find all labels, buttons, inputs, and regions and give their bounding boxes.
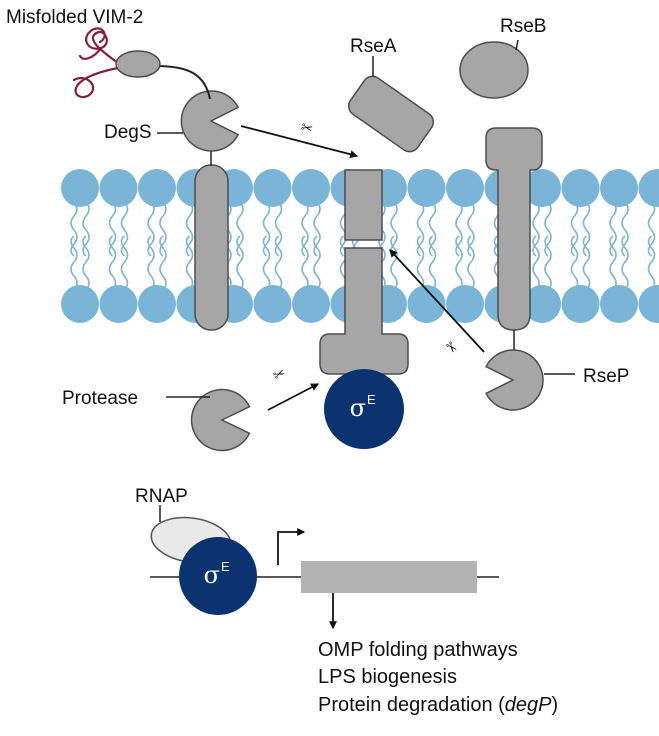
scissors-icon: ✂ [442, 338, 462, 357]
label-rnap: RNAP [135, 486, 188, 507]
misfolded-vim2-protein [74, 28, 160, 97]
sigma-superscript: E [221, 559, 230, 574]
lipid-head [639, 285, 659, 323]
lipid-head [639, 169, 659, 207]
lipid-head [138, 285, 176, 323]
misfolded-chain [74, 28, 118, 97]
output-protein-degradation-close: ) [552, 694, 559, 716]
scissors-icon: ✂ [299, 118, 314, 136]
label-rsep: RseP [583, 366, 629, 387]
output-omp-folding: OMP folding pathways [318, 639, 518, 661]
rsea-cleaved-fragment [345, 170, 382, 240]
output-lps-biogenesis: LPS biogenesis [318, 666, 457, 688]
rsep-protease-domain [486, 350, 543, 410]
rsea-periplasmic-domain [345, 72, 437, 155]
sigma-symbol: σ [350, 394, 366, 422]
sigma-e-bound: σ E [324, 369, 404, 449]
lipid-head [292, 285, 330, 323]
vim2-globular-domain [116, 51, 160, 77]
lipid-head [562, 285, 600, 323]
label-rsea: RseA [350, 36, 397, 57]
protease-cleavage-arrow [268, 384, 318, 410]
lipid-head [100, 169, 138, 207]
sigma-superscript: E [367, 392, 376, 407]
degs-protease-domain [181, 91, 238, 151]
lipid-head [61, 169, 99, 207]
scissors-icon: ✂ [271, 364, 288, 383]
lipid-head [446, 169, 484, 207]
lipid-head [61, 285, 99, 323]
rseb-leader-line [516, 40, 518, 50]
lipid-head [100, 285, 138, 323]
rseb-protein [460, 42, 528, 98]
degs-cleavage-arrow [241, 126, 357, 156]
lipid-head [254, 169, 292, 207]
lipid-head [254, 285, 292, 323]
protease-protein [192, 389, 250, 450]
label-degs: DegS [104, 122, 152, 143]
transcription-start-arrow [278, 532, 304, 565]
label-rseb: RseB [500, 16, 546, 37]
lipid-head [600, 285, 638, 323]
degs-transmembrane-helix [195, 165, 228, 330]
lipid-head [292, 169, 330, 207]
gene-name-degp: degP [505, 694, 552, 716]
lipid-head [562, 169, 600, 207]
lipid-head [138, 169, 176, 207]
label-protease: Protease [62, 388, 138, 409]
label-misfolded-vim2: Misfolded VIM-2 [6, 7, 143, 28]
sigma-symbol: σ [204, 561, 220, 589]
target-gene-bar [301, 561, 477, 593]
lipid-head [408, 169, 446, 207]
lipid-head [600, 169, 638, 207]
output-protein-degradation-text: Protein degradation ( [318, 694, 505, 716]
rsea-protein [320, 72, 437, 374]
output-protein-degradation: Protein degradation (degP) [318, 694, 558, 716]
transcription-module: σ E RNAP [135, 486, 499, 628]
